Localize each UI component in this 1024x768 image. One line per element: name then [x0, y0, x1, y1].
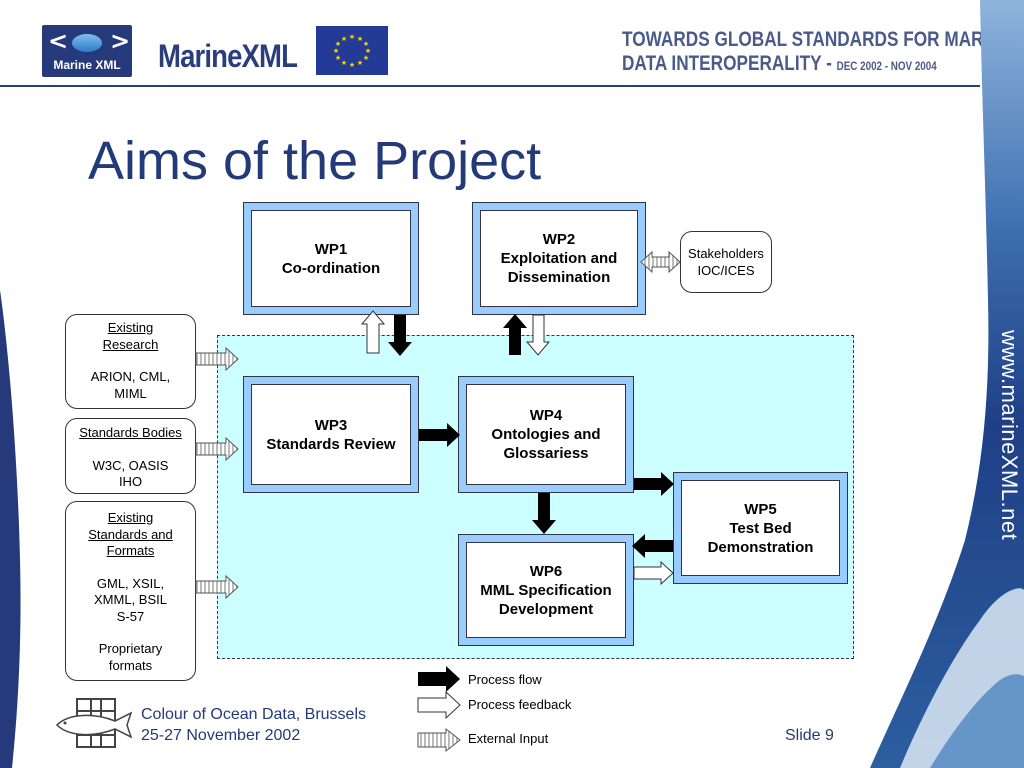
legend-feedback-arrow — [417, 690, 461, 720]
svg-text:★: ★ — [363, 54, 369, 62]
legend-external-arrow — [417, 727, 461, 753]
wp2-box: WP2 Exploitation and Dissemination — [472, 202, 646, 315]
formats-line-4: Proprietary — [98, 641, 163, 656]
formats-line-3: S-57 — [116, 608, 145, 624]
wp2-id: WP2 — [542, 231, 576, 248]
legend-process-flow: Process flow — [468, 672, 542, 687]
svg-text:★: ★ — [357, 35, 363, 43]
research-line-1: ARION, CML, — [90, 369, 171, 384]
formats-title-3: Formats — [106, 543, 155, 558]
page-title: Aims of the Project — [88, 131, 542, 191]
wp5-box: WP5 Test Bed Demonstration — [673, 472, 848, 584]
wp1-name: Co-ordination — [281, 259, 381, 277]
website-url: www.marineXML.net — [997, 330, 1022, 541]
bodies-title: Standards Bodies — [79, 425, 182, 440]
svg-text:★: ★ — [335, 40, 341, 48]
research-line-2: MIML — [114, 385, 147, 401]
formats-title-2: Standards and — [88, 526, 173, 542]
svg-text:★: ★ — [357, 59, 363, 67]
wp4-box: WP4 Ontologies and Glossariess — [458, 376, 634, 493]
svg-text:★: ★ — [363, 40, 369, 48]
stakeholders-line-2: IOC/ICES — [697, 263, 755, 278]
wp4-name-line2: Glossariess — [503, 445, 589, 462]
brand-name: MarineXML — [158, 38, 298, 74]
wp6-name-line2: Development — [498, 600, 594, 618]
footer-date: 25-27 November 2002 — [141, 727, 301, 744]
formats-line-2: XMML, BSIL — [94, 592, 167, 607]
banner-dates: DEC 2002 - NOV 2004 — [836, 59, 937, 73]
bodies-line-2: IHO — [118, 474, 143, 489]
ocean-wave-image — [870, 0, 1024, 768]
project-banner: TOWARDS GLOBAL STANDARDS FOR MARINE DATA… — [622, 28, 1012, 78]
svg-text:★: ★ — [335, 54, 341, 62]
wp6-name-line1: MML Specification — [480, 581, 612, 599]
svg-text:★: ★ — [341, 59, 347, 67]
banner-line-2: DATA INTEROPERALITY - — [622, 52, 832, 75]
footer-event: Colour of Ocean Data, Brussels — [141, 706, 366, 723]
eu-flag-icon: ★★★ ★★★ ★★★ ★★★ — [316, 26, 388, 75]
svg-text:★: ★ — [349, 33, 355, 41]
banner-line-1: TOWARDS GLOBAL STANDARDS FOR MARINE — [622, 28, 1013, 51]
wp3-id: WP3 — [314, 416, 348, 434]
svg-text:★: ★ — [333, 47, 339, 55]
marine-xml-logo: < > Marine XML — [42, 25, 132, 77]
existing-research-box: Existing Research ARION, CML, MIML — [65, 314, 196, 409]
fish-logo — [55, 698, 133, 748]
svg-text:★: ★ — [349, 61, 355, 69]
formats-title-1: Existing — [107, 510, 154, 525]
formats-line-1: GML, XSIL, — [96, 575, 165, 591]
stakeholders-line-1: Stakeholders — [688, 246, 764, 261]
wp5-name-line1: Test Bed — [729, 519, 792, 537]
wp5-id: WP5 — [744, 500, 777, 518]
slide-number: Slide 9 — [785, 727, 834, 744]
research-title-2: Research — [102, 336, 159, 352]
legend-process-feedback: Process feedback — [468, 697, 572, 712]
stakeholder-exchange-arrow — [640, 250, 681, 274]
svg-text:★: ★ — [365, 47, 371, 55]
wp2-name-line1: Exploitation and — [500, 250, 618, 267]
svg-text:★: ★ — [341, 35, 347, 43]
wp2-name-line2: Dissemination — [507, 269, 611, 286]
legend-external-input: External Input — [468, 731, 549, 746]
bodies-line-1: W3C, OASIS — [92, 457, 169, 473]
wp4-id: WP4 — [529, 407, 563, 424]
wp6-id: WP6 — [529, 562, 563, 580]
wp6-box: WP6 MML Specification Development — [458, 534, 634, 646]
wp5-name-line2: Demonstration — [707, 538, 814, 556]
standards-bodies-box: Standards Bodies W3C, OASIS IHO — [65, 418, 196, 494]
wp1-id: WP1 — [314, 240, 348, 258]
wp4-name-line1: Ontologies and — [491, 426, 601, 443]
wp3-box: WP3 Standards Review — [243, 376, 419, 493]
header-divider — [0, 85, 980, 87]
wp3-name: Standards Review — [266, 435, 396, 453]
legend-flow-arrow — [418, 666, 460, 692]
formats-line-5: formats — [108, 657, 153, 673]
existing-standards-box: Existing Standards and Formats GML, XSIL… — [65, 501, 196, 681]
left-decoration — [0, 290, 21, 768]
research-title-1: Existing — [107, 320, 154, 335]
stakeholders-box: Stakeholders IOC/ICES — [680, 231, 772, 293]
wp1-box: WP1 Co-ordination — [243, 202, 419, 315]
